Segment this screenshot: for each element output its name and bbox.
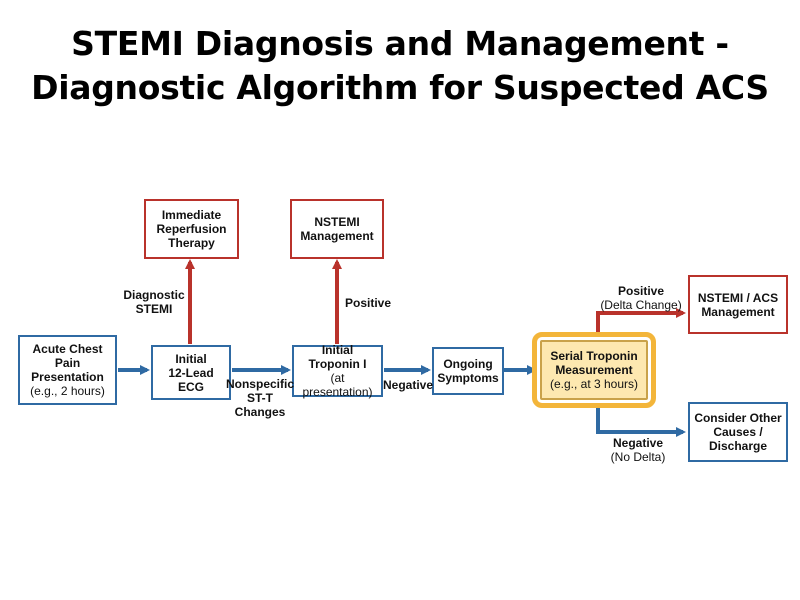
node-label: Troponin I (308, 357, 367, 371)
node-sublabel: (e.g., 2 hours) (30, 384, 105, 398)
node-label: Management (300, 229, 374, 243)
edge-label-line: (No Delta) (610, 450, 666, 464)
node-label: Management (701, 304, 775, 319)
title-line-1: STEMI Diagnosis and Management - (71, 24, 729, 63)
node-label: NSTEMI (314, 215, 360, 229)
node-label: Immediate (161, 208, 222, 222)
node-label: Initial (175, 351, 207, 366)
edge-label-line: Changes (234, 405, 286, 419)
node-consider-other-causes: Consider Other Causes / Discharge (688, 402, 788, 462)
page-title: STEMI Diagnosis and Management - Diagnos… (0, 22, 800, 110)
node-label: ECG (177, 379, 204, 394)
node-sublabel: (e.g., at 3 hours) (549, 377, 639, 391)
label-negative-delta: Negative (No Delta) (600, 436, 676, 464)
node-label: 12-Lead (168, 365, 214, 380)
edge-label-line: Negative (612, 436, 664, 450)
node-initial-ecg: Initial 12-Lead ECG (151, 345, 231, 400)
edge-label-line: Nonspecific (225, 377, 294, 391)
edge-label-line: Positive (344, 296, 392, 310)
label-negative-troponin: Negative (382, 378, 434, 392)
node-label: Ongoing (443, 357, 493, 371)
label-diagnostic-stemi: Diagnostic STEMI (118, 288, 190, 316)
node-serial-troponin: Serial Troponin Measurement (e.g., at 3 … (532, 332, 656, 408)
node-label: Symptoms (437, 371, 499, 385)
edge-label-line: ST-T (247, 391, 273, 405)
node-nstemi-management: NSTEMI Management (290, 199, 384, 259)
node-acute-chest-pain: Acute Chest Pain Presentation (e.g., 2 h… (18, 335, 117, 405)
node-label: Reperfusion (156, 222, 227, 236)
arrow-serial-to-nstemi-acs (596, 308, 686, 332)
arrow-serial-to-other-causes (596, 408, 686, 437)
node-label: Consider Other (694, 411, 782, 425)
node-label: Initial (321, 343, 354, 357)
node-label: Acute Chest (32, 342, 103, 356)
edge-label-line: STEMI (135, 302, 173, 316)
node-label: Pain (54, 356, 81, 370)
node-label: Measurement (555, 363, 633, 377)
edge-label-line: Diagnostic (123, 288, 185, 302)
label-positive-troponin: Positive (340, 296, 396, 310)
edge-label-line: Negative (382, 378, 434, 392)
node-initial-troponin: Initial Troponin I (at presentation) (292, 343, 383, 399)
edge-label-line: Positive (617, 284, 665, 298)
node-label: Serial Troponin (550, 349, 638, 363)
node-label: Discharge (708, 439, 768, 453)
node-label: NSTEMI / ACS (697, 290, 779, 305)
edge-label-line: (Delta Change) (600, 298, 682, 312)
node-nstemi-acs-management: NSTEMI / ACS Management (688, 275, 788, 334)
node-label: Causes / (713, 425, 763, 439)
node-immediate-reperfusion: Immediate Reperfusion Therapy (144, 199, 239, 259)
node-label: Presentation (31, 370, 104, 384)
title-line-2: Diagnostic Algorithm for Suspected ACS (31, 68, 769, 107)
label-nonspecific-st-t: Nonspecific ST-T Changes (225, 377, 295, 419)
node-ongoing-symptoms: Ongoing Symptoms (432, 347, 504, 395)
node-label: Therapy (168, 236, 215, 250)
node-sublabel: (at presentation) (302, 371, 373, 399)
label-positive-delta: Positive (Delta Change) (595, 284, 687, 312)
